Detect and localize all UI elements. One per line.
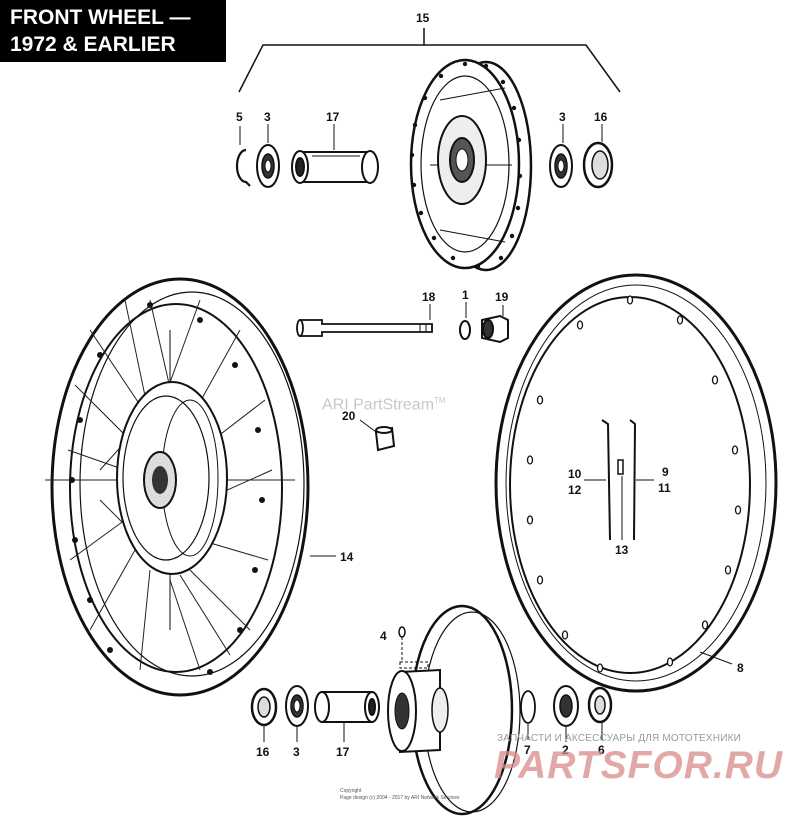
bearing-3-bottom: [285, 685, 309, 727]
rim-8: [494, 273, 778, 693]
leader-8: [699, 651, 733, 665]
title-line-2: 1972 & EARLIER: [10, 33, 176, 56]
callout-17-bottom: 17: [336, 745, 350, 759]
spacer-sleeve-17-bottom: [314, 691, 380, 723]
watermark-text: ARI PartStream: [322, 396, 435, 414]
bearing-3-top: [256, 144, 280, 188]
bearing-3-right: [549, 144, 573, 188]
callout-13: 13: [615, 543, 629, 557]
callout-5: 5: [236, 110, 243, 124]
axle-nut-19: [481, 314, 509, 344]
callout-20: 20: [342, 409, 356, 423]
callout-7: 7: [524, 743, 531, 757]
callout-18: 18: [422, 290, 436, 304]
leader-20: [359, 419, 377, 433]
callout-8: 8: [737, 661, 744, 675]
callout-11: 11: [658, 481, 671, 495]
spokes-9-10-11-12: [601, 419, 637, 541]
assembly-bracket-15: [238, 28, 621, 93]
callout-12: 12: [568, 483, 582, 497]
seal-16-top: [582, 141, 614, 189]
callout-9: 9: [662, 465, 669, 479]
bearing-2: [553, 685, 579, 727]
callout-6: 6: [598, 743, 605, 757]
axle-18: [296, 319, 433, 337]
callout-3-bottom: 3: [293, 745, 300, 759]
callout-15: 15: [416, 11, 430, 25]
callout-2: 2: [562, 743, 569, 757]
callout-10: 10: [568, 467, 582, 481]
title-line-1: FRONT WHEEL —: [10, 6, 191, 29]
retaining-ring-7: [520, 690, 536, 724]
callout-14: 14: [340, 550, 354, 564]
lock-washer-1: [459, 320, 471, 340]
callout-16-top: 16: [594, 110, 608, 124]
shop-tagline: ЗАПЧАСТИ И АКСЕССУАРЫ ДЛЯ МОТОТЕХНИКИ: [497, 733, 742, 744]
callout-19: 19: [495, 290, 509, 304]
callout-3-right: 3: [559, 110, 566, 124]
seal-6: [587, 686, 613, 724]
spoke-nipple-13: [617, 459, 624, 475]
spacer-20: [374, 426, 396, 452]
partstream-watermark: ARI PartStreamTM: [322, 396, 446, 414]
seal-16-bottom: [250, 687, 278, 727]
copyright-line-2: Page design (c) 2004 - 2017 by ARI Netwo…: [340, 795, 460, 801]
assembled-wheel-14: [44, 277, 310, 697]
spacer-sleeve-17-top: [291, 150, 379, 184]
callout-4: 4: [380, 629, 387, 643]
copyright-notice: Copyright Page design (c) 2004 - 2017 by…: [340, 788, 460, 802]
callout-1: 1: [462, 288, 469, 302]
shop-logo-watermark: PARTSFOR.RU: [494, 744, 784, 787]
callout-17-top: 17: [326, 110, 340, 124]
diagram-title: FRONT WHEEL — 1972 & EARLIER: [0, 0, 226, 62]
copyright-line-1: Copyright: [340, 788, 362, 794]
fastener-4: [398, 626, 406, 662]
wheel-hub-15: [409, 58, 533, 272]
watermark-tm: TM: [434, 396, 446, 405]
callout-16-bottom: 16: [256, 745, 270, 759]
retaining-ring-5: [235, 148, 251, 187]
brake-hub: [387, 604, 521, 816]
callout-3-top: 3: [264, 110, 271, 124]
